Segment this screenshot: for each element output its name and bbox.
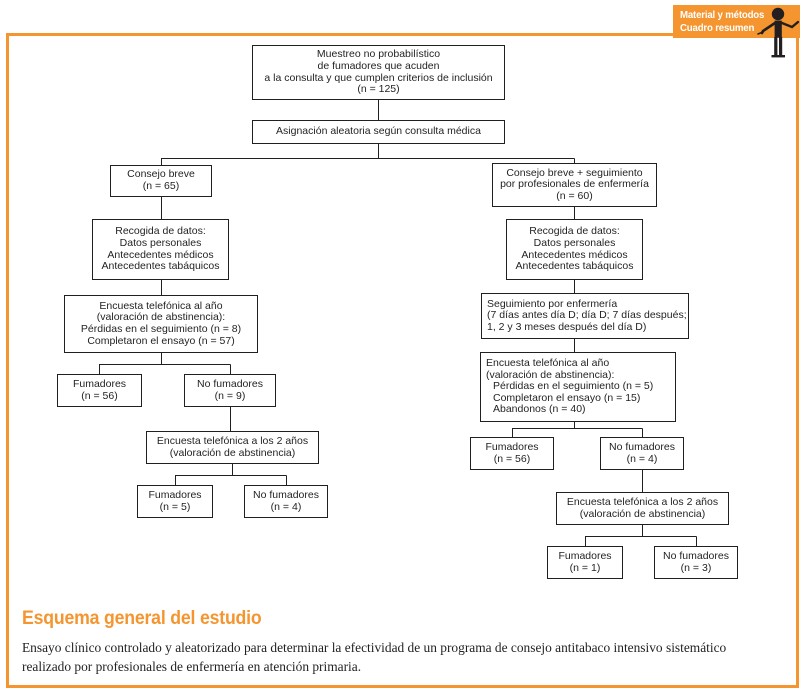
node-line: Completaron el ensayo (n = 57) <box>87 334 235 347</box>
node-line: (n = 56) <box>493 452 531 465</box>
flowchart-node-l4: Fumadores(n = 56) <box>57 374 142 407</box>
node-line: Encuesta telefónica a los 2 años <box>156 434 309 447</box>
caption-body: Ensayo clínico controlado y aleatorizado… <box>22 640 727 674</box>
node-line: Antecedentes tabáquicos <box>101 260 220 273</box>
presenter-pointing-icon <box>757 7 800 58</box>
flowchart-node-r3: Seguimiento por enfermería(7 días antes … <box>481 293 689 339</box>
caption-title: Esquema general del estudio <box>22 608 262 629</box>
node-line: Completaron el ensayo (n = 15) <box>493 391 641 404</box>
node-line: Abandonos (n = 40) <box>493 403 586 416</box>
flowchart-node-r9: No fumadores(n = 3) <box>654 546 738 579</box>
flowchart-node-r7: Encuesta telefónica a los 2 años(valorac… <box>556 492 729 525</box>
node-line: por profesionales de enfermería <box>500 178 649 191</box>
node-line: (valoración de abstinencia): <box>486 368 615 381</box>
node-line: Antecedentes médicos <box>521 248 628 261</box>
node-line: Asignación aleatoria según consulta médi… <box>276 125 481 138</box>
figure-frame <box>6 33 799 688</box>
node-line: (n = 4) <box>270 500 302 513</box>
node-line: No fumadores <box>609 440 675 453</box>
flowchart-node-r4: Encuesta telefónica al año(valoración de… <box>480 352 676 422</box>
flowchart-node-r6: No fumadores(n = 4) <box>600 437 684 470</box>
node-line: a la consulta y que cumplen criterios de… <box>264 71 493 84</box>
node-line: Fumadores <box>148 488 202 501</box>
flowchart-node-l7: Fumadores(n = 5) <box>137 485 213 518</box>
node-line: Datos personales <box>119 236 202 249</box>
node-line: (n = 56) <box>81 389 118 402</box>
node-line: Antecedentes médicos <box>107 248 214 261</box>
node-line: (7 días antes día D; día D; 7 días despu… <box>487 309 687 322</box>
section-tab-line2: Cuadro resumen <box>680 21 755 34</box>
node-line: Consejo breve + seguimiento <box>506 166 643 179</box>
node-line: No fumadores <box>663 549 729 562</box>
node-line: Pérdidas en el seguimiento (n = 5) <box>493 380 654 393</box>
node-line: Pérdidas en el seguimiento (n = 8) <box>80 323 242 335</box>
flowchart-node-l5: No fumadores(n = 9) <box>184 374 276 407</box>
node-line: No fumadores <box>197 377 263 390</box>
node-line: (n = 4) <box>626 452 658 465</box>
node-line: (n = 65) <box>142 180 180 192</box>
flowchart-node-r8: Fumadores(n = 1) <box>547 546 623 579</box>
node-line: (n = 1) <box>569 561 601 574</box>
node-line: Consejo breve <box>127 168 195 181</box>
node-line: Antecedentes tabáquicos <box>515 260 634 273</box>
node-line: Muestreo no probabilístico <box>316 48 441 61</box>
node-line: 1, 2 y 3 meses después del día D) <box>487 320 647 333</box>
flowchart-node-n2: Asignación aleatoria según consulta médi… <box>252 120 505 144</box>
node-line: (n = 125) <box>357 83 400 96</box>
node-line: Encuesta telefónica al año <box>99 299 223 312</box>
flowchart-connectors <box>98 100 698 546</box>
node-line: Encuesta telefónica a los 2 años <box>566 495 719 508</box>
node-line: (n = 9) <box>214 389 246 402</box>
section-tab-label: Material y métodos Cuadro resumen <box>680 9 764 34</box>
node-line: (valoración de abstinencia): <box>96 311 226 324</box>
section-tab-line1: Material y métodos <box>680 9 765 21</box>
node-line: Recogida de datos: <box>529 225 620 238</box>
flowchart-node-l3: Encuesta telefónica al año(valoración de… <box>64 295 258 353</box>
flowchart-node-r5: Fumadores(n = 56) <box>470 437 554 470</box>
node-line: Datos personales <box>533 236 616 249</box>
node-line: de fumadores que acuden <box>317 59 440 72</box>
node-line: Recogida de datos: <box>115 225 206 238</box>
node-line: No fumadores <box>253 488 319 501</box>
node-line: (n = 60) <box>556 189 593 202</box>
flowchart-node-l1: Consejo breve(n = 65) <box>110 165 212 197</box>
node-line: (valoración de abstinencia) <box>579 507 706 520</box>
node-line: (n = 5) <box>159 500 191 513</box>
flowchart-node-l6: Encuesta telefónica a los 2 años(valorac… <box>146 431 319 464</box>
flowchart-node-l8: No fumadores(n = 4) <box>244 485 328 518</box>
node-line: (n = 3) <box>680 561 712 574</box>
node-line: Fumadores <box>558 549 612 562</box>
figure-caption: Esquema general del estudio Ensayo clíni… <box>22 608 782 676</box>
node-line: Fumadores <box>72 377 127 390</box>
node-line: Fumadores <box>485 440 539 453</box>
node-line: Encuesta telefónica al año <box>486 357 610 370</box>
node-line: Seguimiento por enfermería <box>487 297 618 310</box>
node-line: (valoración de abstinencia) <box>169 446 296 459</box>
